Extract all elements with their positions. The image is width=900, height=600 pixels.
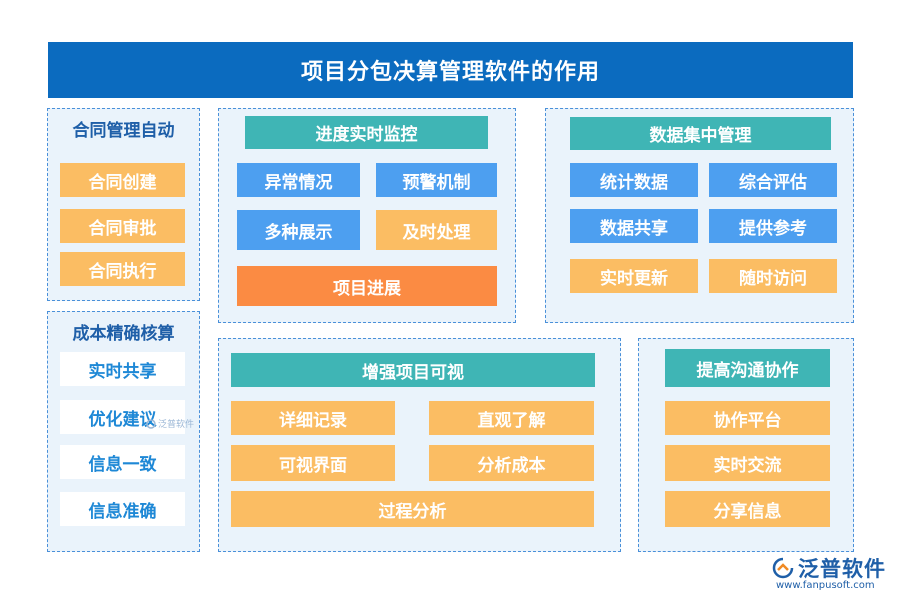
cost-item: 信息准确	[60, 492, 185, 526]
visibility-item: 可视界面	[231, 445, 395, 481]
brand-logo: 泛普软件	[772, 553, 886, 583]
data-mgmt-item: 实时更新	[570, 259, 698, 293]
progress-item: 异常情况	[237, 163, 360, 197]
visibility-heading: 增强项目可视	[231, 353, 595, 387]
data-mgmt-item: 综合评估	[709, 163, 837, 197]
visibility-item: 详细记录	[231, 401, 395, 435]
collab-item: 协作平台	[665, 401, 830, 435]
data-mgmt-heading: 数据集中管理	[570, 117, 831, 150]
progress-item: 项目进展	[237, 266, 497, 306]
data-mgmt-item: 数据共享	[570, 209, 698, 243]
progress-item: 预警机制	[376, 163, 497, 197]
logo-icon	[146, 418, 156, 429]
data-mgmt-item: 统计数据	[570, 163, 698, 197]
contract-item: 合同执行	[60, 252, 185, 286]
logo-text: 泛普软件	[798, 557, 886, 581]
cost-item: 优化建议	[60, 400, 185, 434]
page-title: 项目分包决算管理软件的作用	[48, 42, 853, 98]
collab-item: 实时交流	[665, 445, 830, 481]
contract-item: 合同审批	[60, 209, 185, 243]
logo-icon	[772, 557, 794, 579]
cost-heading: 成本精确核算	[72, 323, 175, 344]
visibility-item: 过程分析	[231, 491, 594, 527]
logo-url: www.fanpusoft.com	[776, 580, 875, 591]
cost-item: 信息一致	[60, 445, 185, 479]
collab-heading: 提高沟通协作	[665, 349, 830, 387]
watermark-small: 泛普软件	[146, 417, 194, 430]
collab-item: 分享信息	[665, 491, 830, 527]
progress-heading: 进度实时监控	[245, 116, 488, 149]
watermark-small-text: 泛普软件	[158, 420, 195, 430]
data-mgmt-item: 提供参考	[709, 209, 837, 243]
visibility-item: 直观了解	[429, 401, 594, 435]
contract-item: 合同创建	[60, 163, 185, 197]
visibility-item: 分析成本	[429, 445, 594, 481]
contract-heading: 合同管理自动	[72, 120, 175, 141]
cost-item: 实时共享	[60, 352, 185, 386]
data-mgmt-item: 随时访问	[709, 259, 837, 293]
progress-item: 多种展示	[237, 210, 360, 250]
progress-item: 及时处理	[376, 210, 497, 250]
